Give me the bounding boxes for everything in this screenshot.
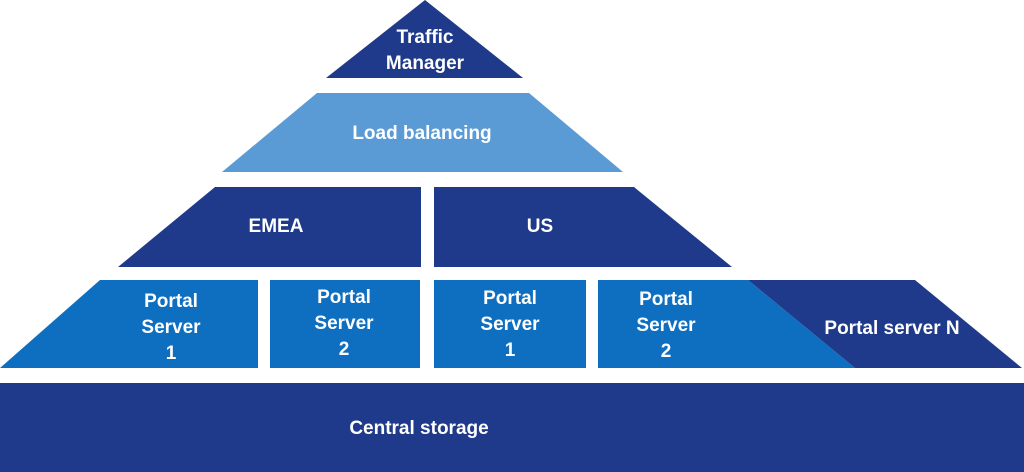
us-portal-server-2-label-line3: 2 (661, 341, 672, 362)
region-emea-block: EMEA (118, 187, 421, 267)
emea-portal-server-2-shape (270, 280, 420, 368)
central-storage-label: Central storage (349, 418, 488, 439)
emea-portal-server-1-shape (0, 280, 258, 368)
region-emea-label: EMEA (249, 216, 304, 237)
us-portal-server-2-block: Portal Server 2 (598, 280, 855, 368)
traffic-manager-label-line2: Manager (386, 53, 465, 74)
traffic-manager-label-line1: Traffic (396, 27, 453, 48)
load-balancing-shape (222, 93, 623, 172)
emea-portal-server-2-label-line1: Portal (317, 287, 371, 308)
central-storage-block: Central storage (0, 383, 1024, 472)
emea-portal-server-2-label-line2: Server (314, 313, 374, 334)
portal-server-n-label: Portal server N (824, 318, 959, 339)
central-storage-shape (0, 383, 1024, 472)
load-balancing-block: Load balancing (222, 93, 623, 172)
emea-portal-server-1-label-line1: Portal (144, 291, 198, 312)
portal-server-n-block: Portal server N (748, 280, 1022, 368)
traffic-manager-shape (326, 0, 523, 78)
load-balancing-label: Load balancing (352, 123, 491, 144)
region-us-shape (434, 187, 732, 267)
region-emea-shape (118, 187, 421, 267)
region-us-label: US (527, 216, 553, 237)
us-portal-server-1-block: Portal Server 1 (434, 280, 586, 368)
region-us-block: US (434, 187, 732, 267)
portal-server-n-shape (748, 280, 1022, 368)
emea-portal-server-2-block: Portal Server 2 (270, 280, 420, 368)
emea-portal-server-1-block: Portal Server 1 (0, 280, 258, 368)
us-portal-server-1-label-line2: Server (480, 314, 540, 335)
us-portal-server-1-shape (434, 280, 586, 368)
us-portal-server-2-shape (598, 280, 855, 368)
traffic-manager-block: Traffic Manager (326, 0, 523, 78)
us-portal-server-2-label-line2: Server (636, 315, 696, 336)
us-portal-server-1-label-line3: 1 (505, 340, 516, 361)
emea-portal-server-1-label-line2: Server (141, 317, 201, 338)
emea-portal-server-2-label-line3: 2 (339, 339, 350, 360)
us-portal-server-2-label-line1: Portal (639, 289, 693, 310)
us-portal-server-1-label-line1: Portal (483, 288, 537, 309)
emea-portal-server-1-label-line3: 1 (166, 343, 177, 364)
